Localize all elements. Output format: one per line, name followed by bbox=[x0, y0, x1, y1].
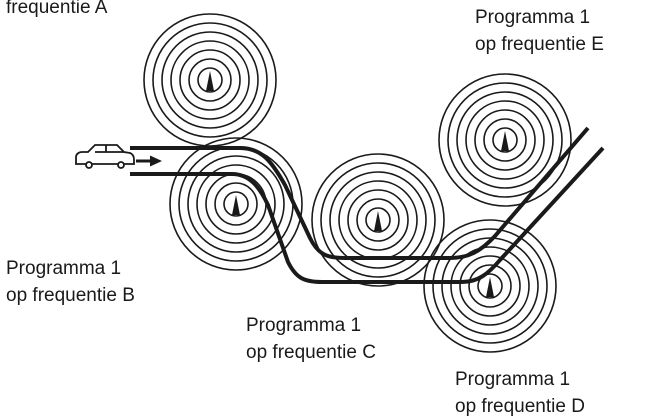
label-c-line-1: Programma 1 bbox=[246, 315, 362, 336]
arrow-right-icon bbox=[136, 155, 162, 167]
coverage-ring bbox=[468, 264, 512, 308]
label-frequency-e: Programma 1 op frequentie E bbox=[475, 4, 604, 58]
coverage-ring bbox=[432, 228, 548, 344]
coverage-ring bbox=[441, 237, 539, 335]
coverage-ring bbox=[179, 49, 241, 111]
coverage-ring bbox=[169, 137, 303, 271]
coverage-ring bbox=[329, 171, 427, 269]
coverage-ring bbox=[492, 127, 518, 153]
label-frequency-a: frequentie A bbox=[6, 0, 107, 21]
coverage-ring bbox=[187, 155, 285, 253]
coverage-ring bbox=[214, 182, 258, 226]
coverage-ring bbox=[170, 40, 250, 120]
label-b-line-2: op frequentie B bbox=[6, 285, 135, 306]
label-b-line-1: Programma 1 bbox=[6, 258, 122, 279]
antenna-icon bbox=[501, 131, 509, 151]
coverage-ring bbox=[474, 109, 536, 171]
coverage-ring bbox=[483, 118, 527, 162]
road-edge-upper bbox=[130, 126, 590, 260]
label-e-line-1: Programma 1 bbox=[475, 7, 591, 28]
coverage-ring bbox=[320, 162, 436, 278]
coverage-ring bbox=[161, 31, 259, 129]
coverage-ring bbox=[152, 22, 268, 138]
coverage-ring bbox=[438, 73, 572, 207]
coverage-ring bbox=[311, 153, 445, 287]
antenna-group bbox=[206, 71, 509, 297]
coverage-ring bbox=[365, 207, 391, 233]
coverage-ring bbox=[356, 198, 400, 242]
antenna-icon bbox=[486, 277, 494, 297]
coverage-zone-e bbox=[438, 73, 572, 207]
coverage-zone-d bbox=[423, 219, 557, 353]
antenna-icon bbox=[374, 211, 382, 231]
coverage-ring bbox=[423, 219, 557, 353]
coverage-ring bbox=[197, 67, 223, 93]
antenna-icon bbox=[232, 195, 240, 215]
coverage-ring bbox=[196, 164, 276, 244]
road-edge-lower bbox=[130, 146, 605, 284]
coverage-ring bbox=[447, 82, 563, 198]
label-e-line-2: op frequentie E bbox=[475, 34, 604, 55]
car-icon bbox=[75, 144, 135, 169]
label-d-line-2: op frequentie D bbox=[455, 396, 585, 417]
coverage-ring bbox=[459, 255, 521, 317]
coverage-ring bbox=[223, 191, 249, 217]
label-frequency-b: Programma 1 op frequentie B bbox=[6, 255, 135, 309]
label-a-line-2: frequentie A bbox=[6, 0, 108, 18]
label-d-line-1: Programma 1 bbox=[455, 369, 571, 390]
coverage-ring bbox=[477, 273, 503, 299]
coverage-zone-c bbox=[311, 153, 445, 287]
label-frequency-c: Programma 1 op frequentie C bbox=[246, 312, 376, 366]
antenna-icon bbox=[206, 71, 214, 91]
label-c-line-2: op frequentie C bbox=[246, 342, 376, 363]
coverage-rings bbox=[143, 13, 572, 353]
coverage-ring bbox=[450, 246, 530, 326]
coverage-ring bbox=[456, 91, 554, 189]
label-frequency-d: Programma 1 op frequentie D bbox=[455, 366, 585, 420]
coverage-ring bbox=[347, 189, 409, 251]
coverage-ring bbox=[188, 58, 232, 102]
coverage-ring bbox=[465, 100, 545, 180]
coverage-zone-a bbox=[143, 13, 277, 147]
